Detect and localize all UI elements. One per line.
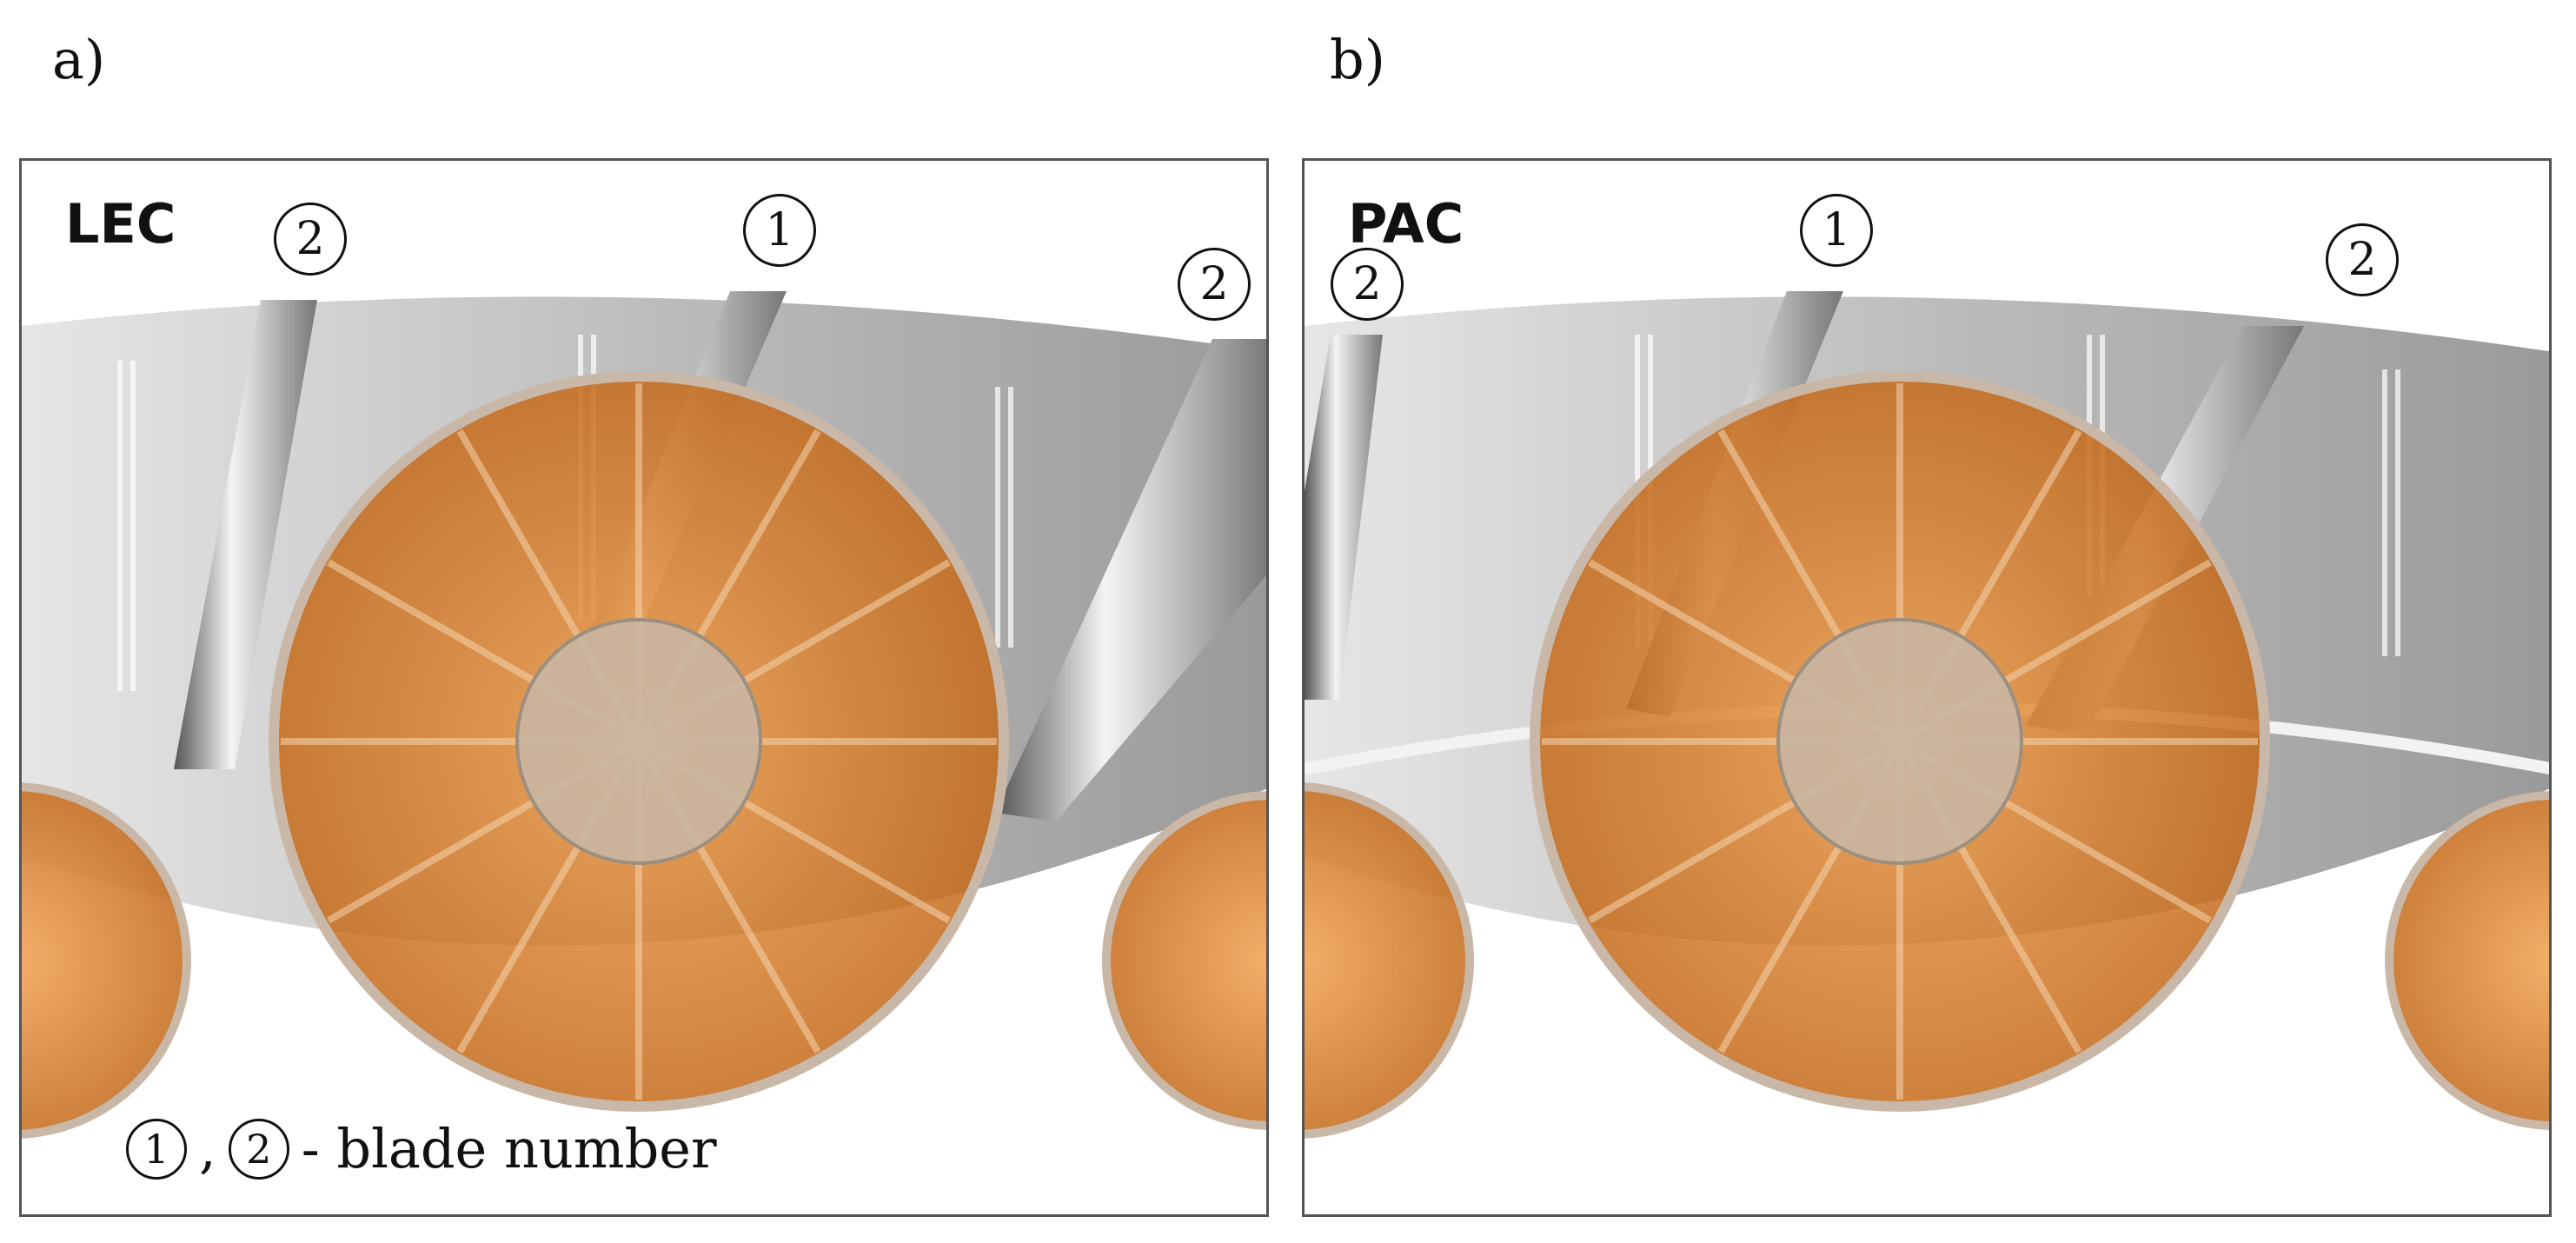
panel-b-letter: b) — [1330, 28, 1385, 91]
panel-a-label: LEC — [65, 192, 176, 256]
panel-a: LEC 2 1 2 1 , 2 - blade number — [19, 158, 1269, 1217]
panel-b-illustration — [1305, 291, 2549, 1139]
panel-a-letter: a) — [52, 28, 106, 91]
panel-b-blade-tag-center: 1 — [1800, 194, 1873, 267]
panel-b-blade-tag-right: 2 — [2326, 223, 2399, 296]
rotor-hub-outline — [1776, 618, 2023, 865]
legend-comma: , — [199, 1117, 216, 1180]
panel-a-blade-tag-left: 2 — [274, 203, 347, 276]
panel-b-label: PAC — [1348, 192, 1464, 256]
panel-a-blade-tag-right: 2 — [1178, 248, 1251, 321]
panel-a-illustration — [22, 291, 1266, 1139]
legend-tag-2: 2 — [228, 1118, 289, 1180]
blade-2-left — [1305, 335, 1383, 700]
panel-a-blade-tag-center: 1 — [743, 194, 816, 267]
blade-2-right — [995, 339, 1266, 821]
legend-tag-1: 1 — [126, 1118, 187, 1180]
blade-number-legend: 1 , 2 - blade number — [126, 1117, 717, 1180]
panel-b-blade-tag-left: 2 — [1331, 248, 1404, 321]
rotor-hub — [1778, 620, 2022, 863]
legend-text: - blade number — [301, 1117, 717, 1180]
blade-2-left — [174, 300, 317, 769]
rotor-hub-outline — [515, 618, 762, 865]
rotor-hub — [517, 620, 760, 863]
panel-b: PAC 2 1 2 — [1302, 158, 2552, 1217]
